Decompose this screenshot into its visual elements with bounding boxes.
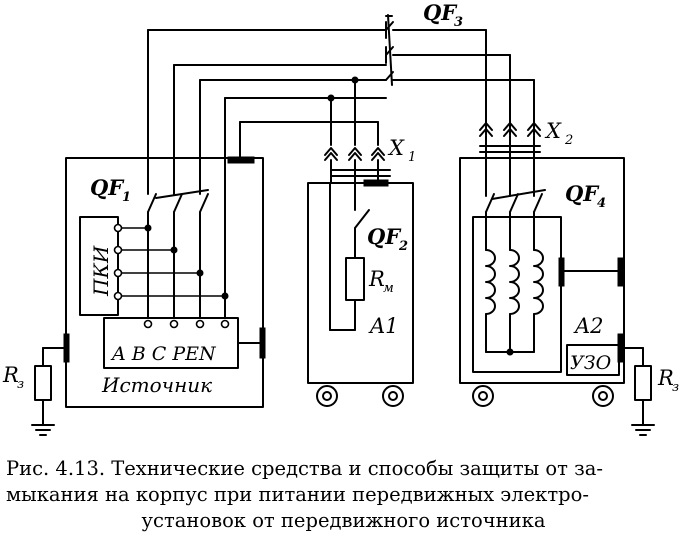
label-qf3: QF	[423, 0, 458, 25]
ground-right	[622, 347, 655, 436]
qf3-breaker	[385, 14, 394, 86]
a2-cart	[459, 157, 625, 407]
label-qf2: QF	[367, 224, 402, 249]
label-x1-sub: 1	[408, 150, 416, 165]
pki-taps	[113, 223, 229, 301]
label-terminals: A B C PEN	[110, 343, 217, 365]
label-rm: R	[368, 267, 385, 291]
label-rz-left-sub: з	[17, 377, 24, 392]
label-qf1-sub: 1	[122, 190, 131, 205]
label-rz-right: R	[657, 366, 674, 390]
label-x1: X	[387, 136, 405, 160]
source-cabinet	[63, 157, 266, 408]
caption-line-1: Рис. 4.13. Технические средства и способ…	[6, 457, 603, 480]
label-qf3-sub: 3	[454, 15, 463, 30]
label-qf2-sub: 2	[398, 239, 408, 254]
qf1-breaker	[147, 29, 209, 319]
protection-schematic: QF 3 QF 1 QF 2 QF 4 X 1 X 2 ПКИ A B C PE…	[2, 0, 679, 436]
caption-line-2: мыкания на корпус при питании передвижны…	[6, 483, 589, 506]
caption-line-3: установок от передвижного источника	[141, 509, 546, 532]
a1-cart	[307, 179, 414, 407]
label-qf1: QF	[90, 175, 125, 200]
label-rz-right-sub: з	[672, 380, 679, 395]
label-x2: X	[544, 119, 562, 143]
label-a1: A1	[368, 314, 399, 338]
label-uzo: УЗО	[570, 352, 612, 374]
label-pki: ПКИ	[89, 245, 113, 297]
label-qf4: QF	[565, 181, 600, 206]
label-a2: A2	[573, 314, 604, 338]
label-qf4-sub: 4	[597, 196, 606, 211]
x1-connector	[324, 147, 391, 211]
x2-connector	[479, 122, 541, 197]
cable-routing	[147, 29, 535, 161]
label-rm-sub: м	[383, 281, 394, 296]
label-rz-left: R	[2, 363, 19, 387]
pki-box	[79, 216, 119, 316]
figure-caption: Рис. 4.13. Технические средства и способ…	[6, 456, 681, 534]
ground-left	[31, 347, 65, 436]
label-source: Источник	[101, 373, 212, 397]
label-x2-sub: 2	[564, 133, 573, 148]
